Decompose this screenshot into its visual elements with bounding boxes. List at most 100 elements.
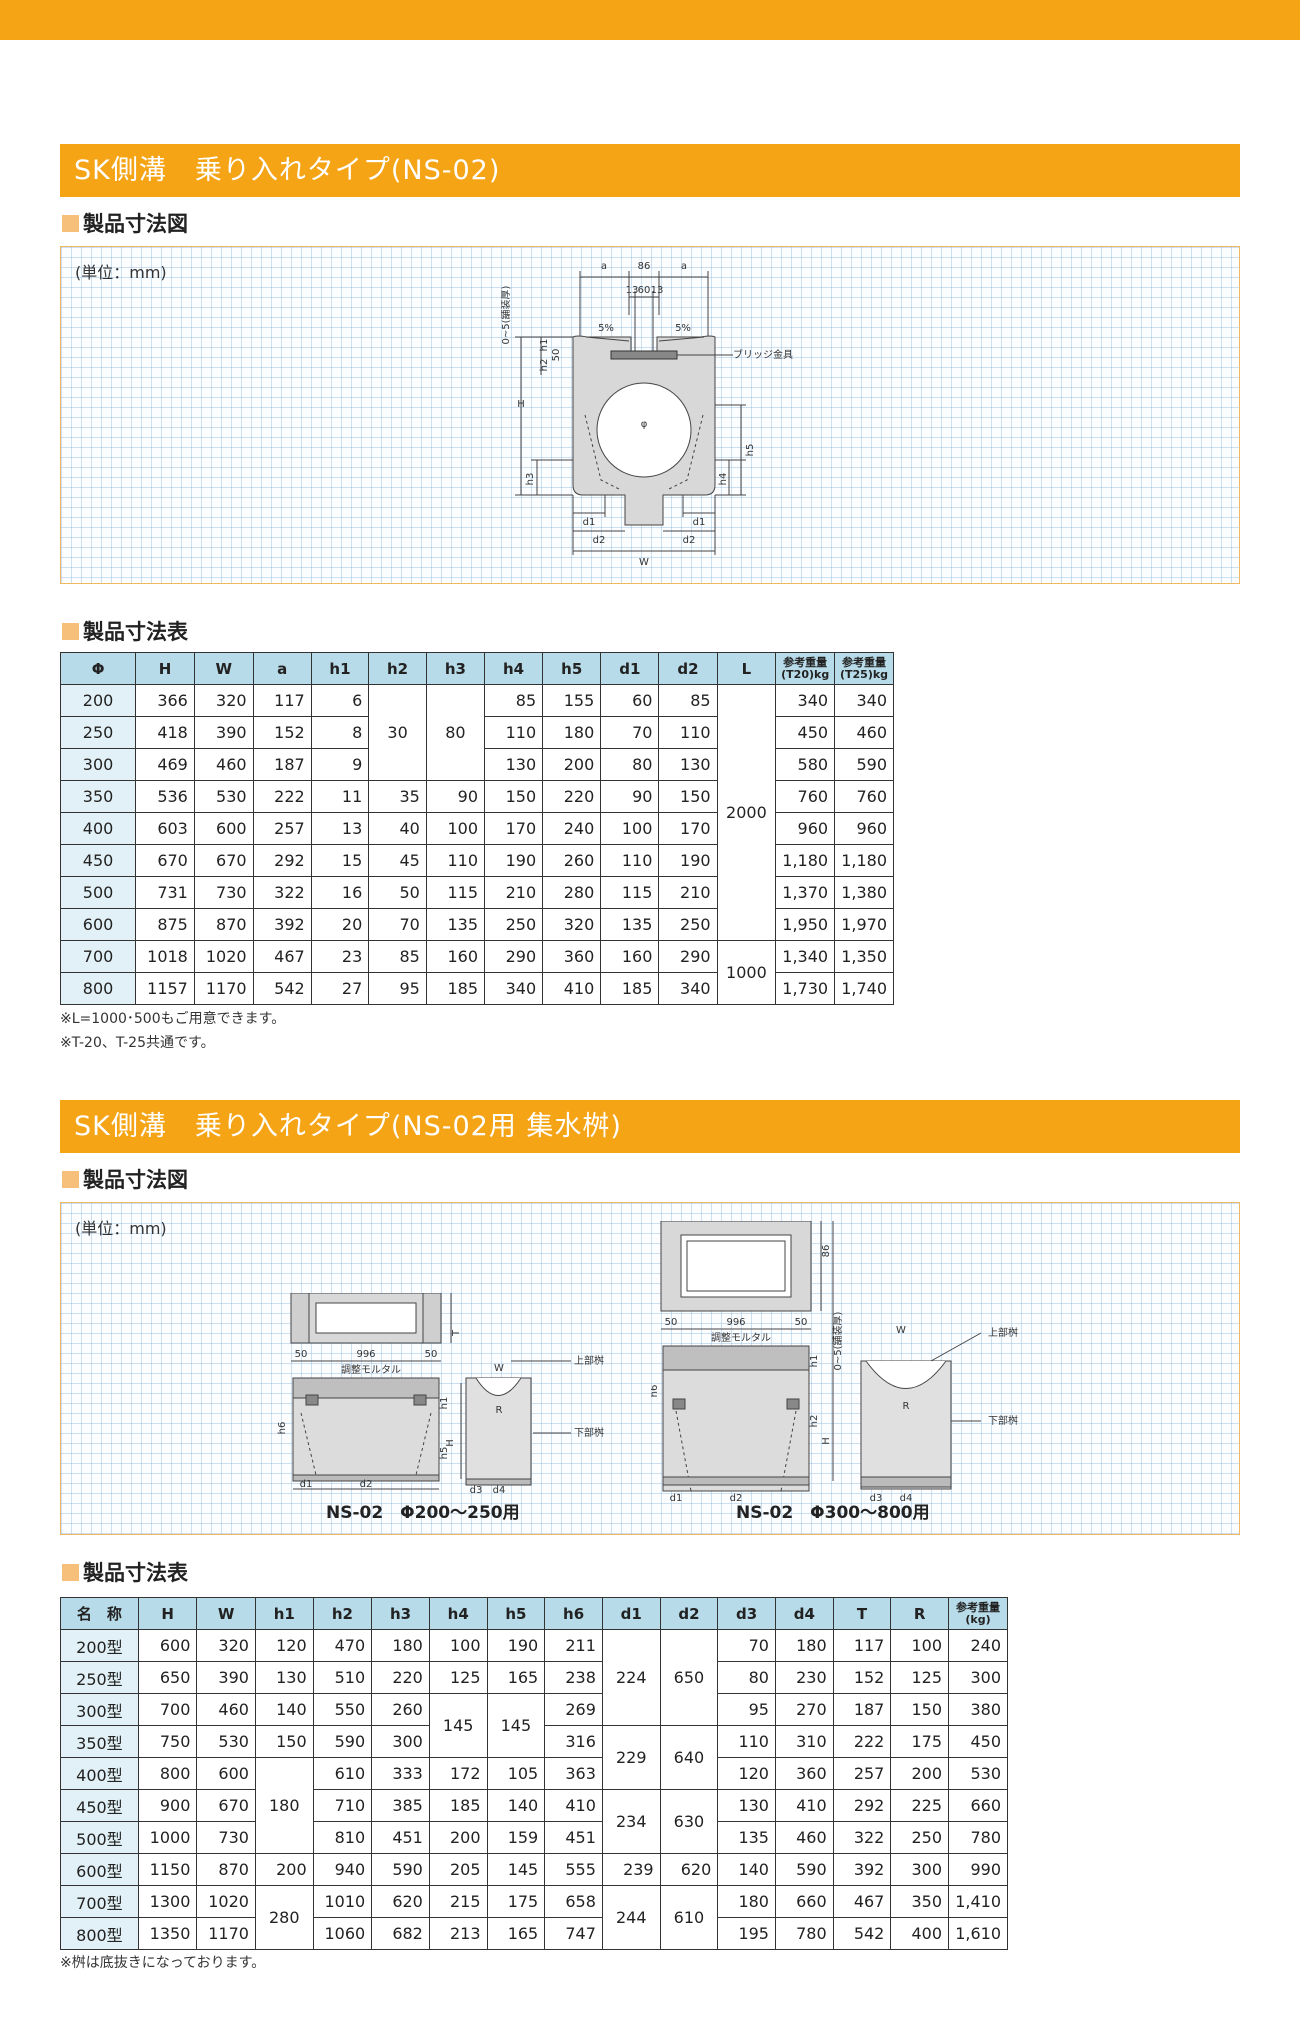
cell: 170 — [658, 812, 718, 845]
cell: 392 — [832, 1853, 892, 1886]
caption-small: NS-02 Φ200～250用 — [326, 1503, 520, 1523]
cell: 800 — [59, 972, 137, 1005]
section1-title: SK側溝 乗り入れタイプ(NS-02) — [60, 144, 1240, 197]
cell: 320 — [542, 908, 602, 941]
cell: 450 — [59, 844, 137, 877]
cell: 190 — [483, 844, 544, 877]
dim-T: T — [451, 1329, 462, 1337]
dim-d1: d1 — [670, 1493, 683, 1501]
weight-header-top: 参考重量 — [956, 1600, 1001, 1614]
cell: 600 — [193, 812, 254, 845]
merged-cell: 180 — [254, 1757, 314, 1854]
col-d2: d2 — [659, 1597, 719, 1630]
dim-13-left: 13 — [626, 285, 639, 296]
merged-cell: 280 — [254, 1885, 314, 1950]
cell: 250 — [658, 908, 718, 941]
cell: 300 — [890, 1853, 950, 1886]
cell: 140 — [254, 1693, 314, 1726]
cell: 875 — [135, 908, 195, 941]
merged-cell: 145 — [428, 1693, 488, 1758]
cell: 20 — [310, 908, 370, 941]
cell: 660 — [948, 1789, 1008, 1822]
cell: 731 — [135, 876, 195, 909]
cell: 110 — [717, 1725, 776, 1758]
cell: 290 — [483, 940, 544, 973]
cell: 120 — [254, 1629, 314, 1662]
cell: 13 — [310, 812, 370, 845]
col-d1: d1 — [601, 1597, 661, 1630]
cell: 960 — [775, 812, 836, 845]
cell: 105 — [486, 1757, 546, 1790]
table-header-row: 名 称 H W h1 h2 h3 h4 h5 h6 d1 d2 d3 d4 T … — [60, 1597, 1008, 1630]
cell: 1170 — [193, 972, 254, 1005]
cell: 240 — [948, 1629, 1008, 1662]
cell: 600 — [196, 1757, 256, 1790]
cell: 451 — [544, 1821, 603, 1854]
table-row: 450 670 670 292 15 45 110 190 260 110 19… — [59, 844, 894, 877]
col-a: a — [252, 652, 312, 685]
cell: 40 — [368, 812, 427, 845]
dim-d2: d2 — [360, 1479, 373, 1490]
cell: 418 — [135, 716, 195, 749]
cell: 185 — [600, 972, 660, 1005]
cell: 115 — [425, 876, 486, 909]
cell: 100 — [425, 812, 486, 845]
pave-thickness: 0~5(舗装厚) — [831, 1311, 844, 1370]
dim-13-right: 13 — [651, 285, 664, 296]
col-W: W — [193, 652, 254, 685]
cell: 257 — [252, 812, 312, 845]
dim-50-left: 50 — [665, 1317, 678, 1328]
dim-W: W — [896, 1325, 906, 1336]
weight-header-bottom: (kg) — [965, 1612, 991, 1626]
cell: 670 — [196, 1789, 256, 1822]
cell: 870 — [193, 908, 254, 941]
cell: 1300 — [137, 1885, 198, 1918]
cell: 1,340 — [775, 940, 836, 973]
cell: 200 — [890, 1757, 950, 1790]
cell: 1150 — [137, 1853, 198, 1886]
cell: 550 — [312, 1693, 373, 1726]
dim-H: H — [445, 1439, 456, 1447]
dim-H: H — [517, 399, 525, 410]
col-d2: d2 — [658, 652, 718, 685]
cell: 620 — [659, 1853, 719, 1886]
cell: 175 — [890, 1725, 950, 1758]
weight-header-bottom: (T20)kg — [781, 667, 830, 681]
cell: 135 — [425, 908, 486, 941]
col-weight-t25: 参考重量(T25)kg — [834, 652, 894, 685]
cell: 152 — [252, 716, 312, 749]
cell: 322 — [252, 876, 312, 909]
cell: 542 — [832, 1917, 892, 1950]
cell: 200 — [254, 1853, 314, 1886]
cell: 340 — [483, 972, 544, 1005]
cell: 155 — [542, 684, 602, 717]
cell: 290 — [658, 940, 718, 973]
col-h5: h5 — [542, 652, 602, 685]
cell: 210 — [658, 876, 718, 909]
cell: 110 — [600, 844, 660, 877]
dim-86: 86 — [638, 261, 651, 272]
merged-cell: 610 — [659, 1885, 719, 1950]
section2-diagram-panel: (単位：mm) 50 996 50 — [60, 1202, 1240, 1535]
cell: 760 — [775, 780, 836, 813]
cell: 160 — [600, 940, 660, 973]
cell: 260 — [371, 1693, 430, 1726]
dim-86: 86 — [821, 1245, 832, 1258]
dim-R: R — [903, 1401, 910, 1412]
cell: 1020 — [193, 940, 254, 973]
col-H: H — [135, 652, 195, 685]
col-h2: h2 — [312, 1597, 373, 1630]
cell: 542 — [252, 972, 312, 1005]
table-row: 450型 900 670 710 385 185 140 410 234 630… — [60, 1789, 1008, 1854]
cell: 410 — [544, 1789, 603, 1822]
cell: 320 — [196, 1629, 256, 1662]
dim-d2-right: d2 — [683, 535, 696, 546]
cell: 257 — [832, 1757, 892, 1790]
cell: 187 — [832, 1693, 892, 1726]
cell: 750 — [137, 1725, 198, 1758]
cell: 95 — [368, 972, 427, 1005]
cell: 130 — [483, 748, 544, 781]
cell: 8 — [310, 716, 370, 749]
table-row: 500 731 730 322 16 50 115 210 280 115 21… — [59, 876, 894, 909]
dim-50-right: 50 — [795, 1317, 808, 1328]
